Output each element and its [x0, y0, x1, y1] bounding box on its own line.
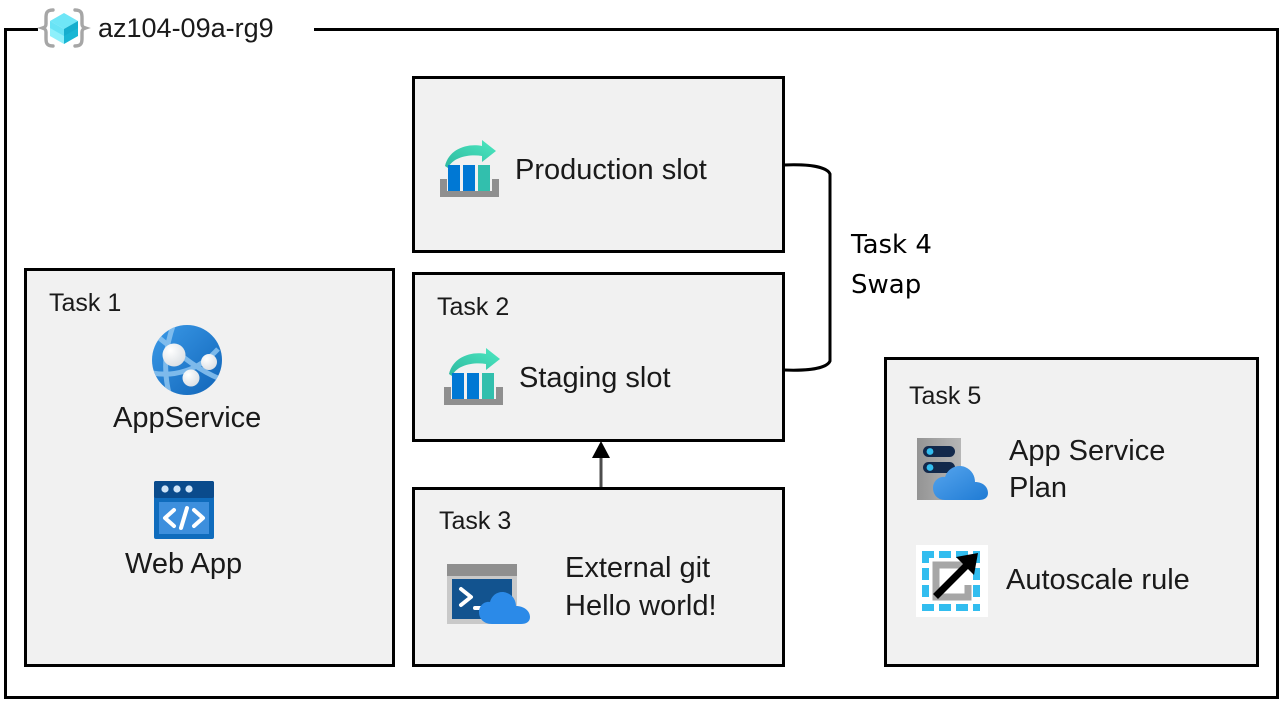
task3-title: Task 3	[439, 507, 512, 535]
production-slot-item: Production slot	[439, 139, 707, 201]
app-service-plan-icon	[913, 434, 991, 506]
resource-group-frame	[4, 28, 1279, 699]
autoscale-rule-item: Autoscale rule	[916, 545, 1196, 617]
task3-box: Task 3 External git Hello world!	[412, 487, 785, 667]
task1-box: Task 1	[24, 268, 395, 667]
cloud-shell-icon	[445, 562, 537, 630]
staging-slot-label: Staging slot	[519, 361, 671, 394]
web-app-icon	[148, 479, 220, 545]
task2-box: Task 2	[412, 272, 785, 442]
task3-text: External git Hello world!	[565, 552, 717, 622]
web-app-item: Web App	[125, 479, 242, 579]
app-service-icon	[148, 321, 226, 399]
task5-title: Task 5	[909, 382, 982, 410]
task5-box: Task 5	[884, 357, 1259, 667]
production-slot-label: Production slot	[515, 153, 707, 186]
task2-title: Task 2	[437, 293, 510, 321]
autoscale-rule-label: Autoscale rule	[1006, 564, 1190, 597]
app-service-plan-label: App Service Plan	[1009, 435, 1166, 505]
resource-group-name: az104-09a-rg9	[98, 12, 274, 43]
staging-slot-item: Staging slot	[443, 347, 671, 409]
production-slot-box: Production slot	[412, 76, 785, 253]
app-service-label: AppService	[113, 402, 262, 434]
deployment-slot-icon	[439, 139, 501, 201]
app-service-item: AppService	[113, 321, 261, 433]
resource-group-header: az104-09a-rg9	[37, 4, 274, 52]
autoscale-rule-icon	[916, 545, 988, 617]
task1-title: Task 1	[49, 289, 122, 317]
resource-group-cube-icon	[37, 4, 91, 52]
swap-annotation-label: Task 4 Swap	[851, 230, 932, 301]
app-service-plan-item: App Service Plan	[913, 433, 1199, 507]
deployment-slot-icon	[443, 347, 505, 409]
web-app-label: Web App	[125, 548, 243, 580]
